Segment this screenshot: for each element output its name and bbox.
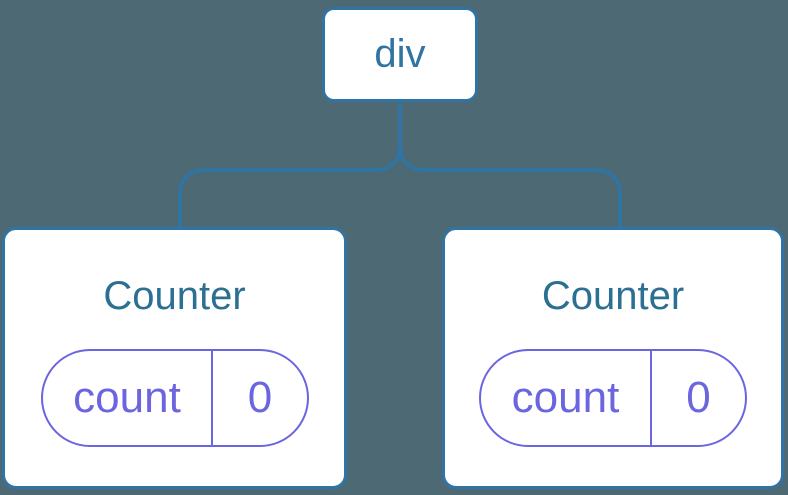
component-title: Counter [541, 274, 685, 318]
connector-left-branch [178, 101, 402, 227]
connector-right-branch [398, 101, 622, 227]
component-card-left: Counter count 0 [2, 227, 347, 489]
state-key: count [481, 351, 652, 445]
state-value: 0 [247, 373, 273, 422]
state-value: 0 [686, 373, 711, 422]
tree-root-node: div [322, 7, 478, 102]
state-pill: count 0 [479, 349, 747, 447]
state-key: count [43, 351, 214, 445]
component-title: Counter [103, 274, 246, 318]
component-card-right: Counter count 0 [442, 227, 784, 489]
state-pill: count 0 [40, 349, 309, 447]
root-node-label: div [374, 32, 426, 76]
